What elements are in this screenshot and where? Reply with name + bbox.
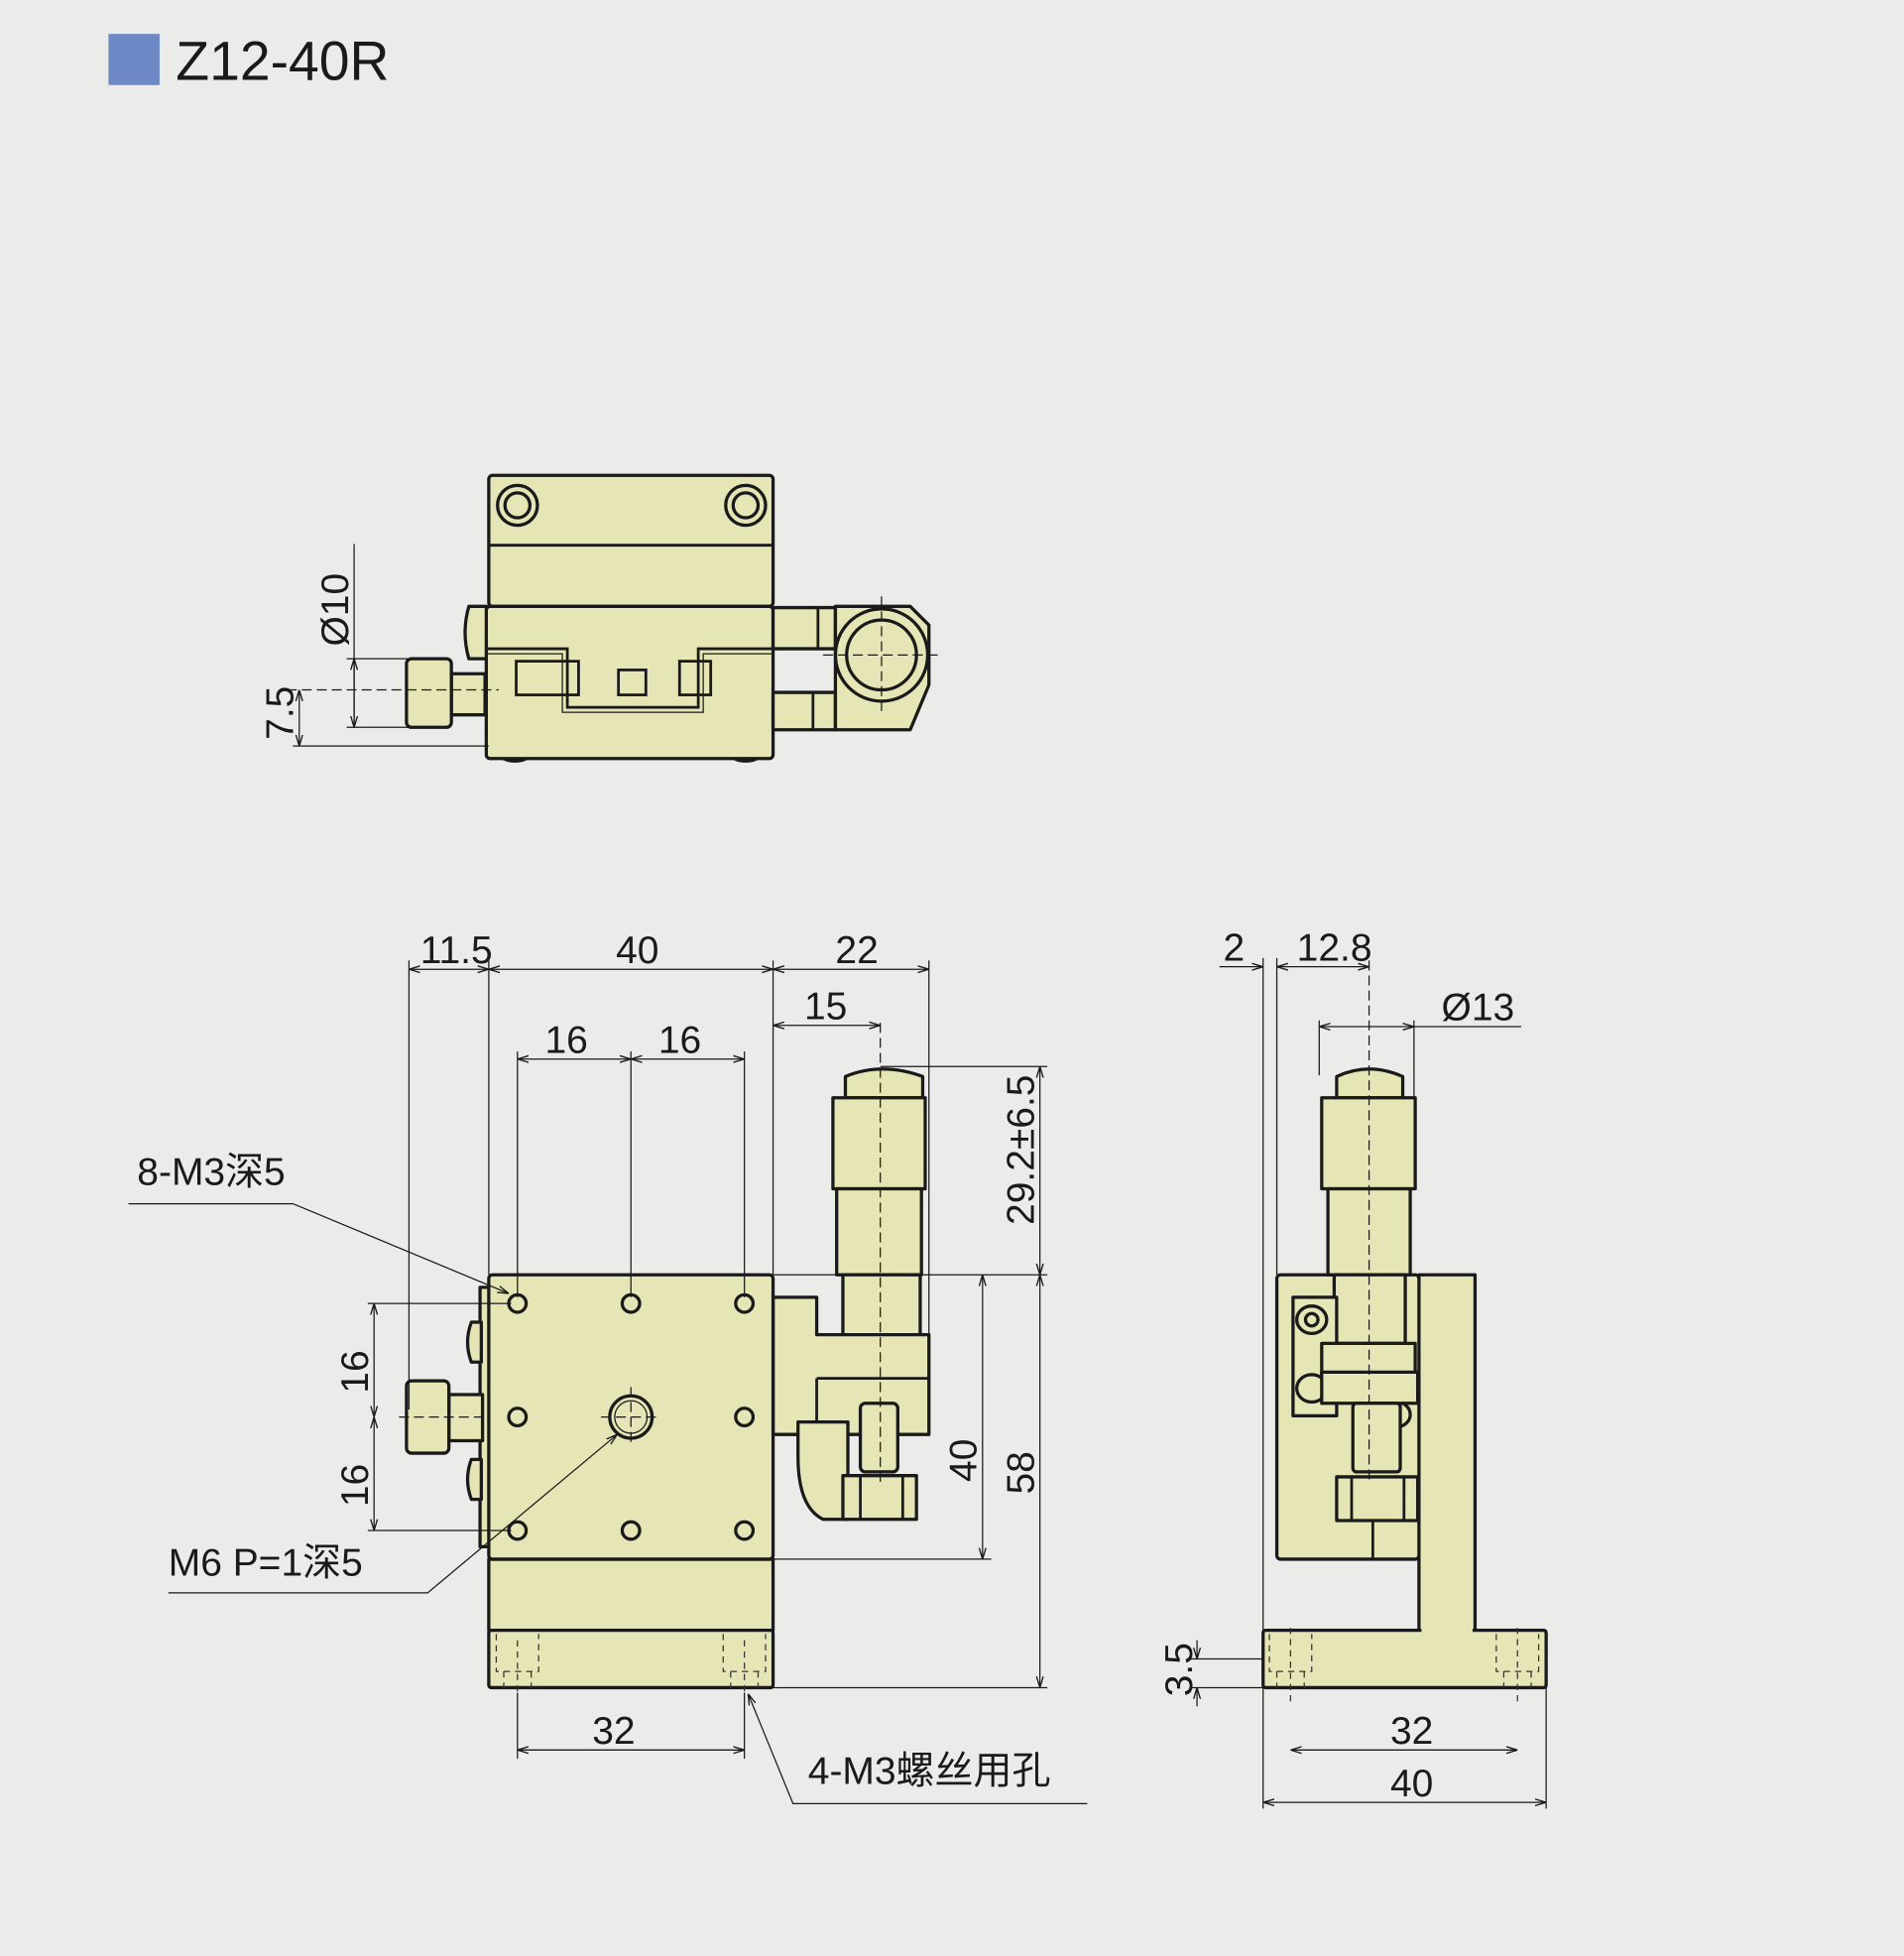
dim-knob-height: 7.5 [259, 686, 301, 740]
dim-width: 40 [616, 929, 658, 972]
dim-hole-pitch-y2: 16 [334, 1464, 377, 1507]
dim-travel: 29.2±6.5 [1000, 1075, 1042, 1225]
dim-micrometer-offset: 22 [835, 929, 878, 972]
dim-base-thickness: 3.5 [1158, 1643, 1201, 1696]
dim-micrometer-center: 15 [804, 985, 847, 1028]
callout-center-hole: M6 P=1深5 [169, 1541, 363, 1584]
dim-total-height: 58 [1000, 1451, 1042, 1494]
hidden-base-holes [495, 1634, 767, 1697]
header: Z12-40R [108, 31, 389, 92]
dim-hole-pitch-y1: 16 [334, 1350, 377, 1393]
dim-knob-offset: 11.5 [420, 929, 493, 972]
title-marker [108, 34, 160, 85]
dim-hole-pitch-x1: 16 [544, 1019, 587, 1061]
dim-table-height: 40 [943, 1439, 986, 1482]
dim-side-base-hole-pitch: 32 [1390, 1710, 1433, 1753]
front-view: 11.5 40 22 15 16 16 29.2±6.5 40 58 16 16… [128, 929, 1088, 1805]
side-view: 2 12.8 Ø13 3.5 32 40 [1158, 926, 1548, 1809]
dim-side-micrometer-center: 12.8 [1297, 926, 1372, 969]
top-view: Ø10 7.5 [259, 473, 938, 763]
dim-edge-offset: 2 [1223, 926, 1245, 969]
page-title: Z12-40R [176, 31, 389, 92]
dim-base-hole-pitch: 32 [592, 1710, 635, 1753]
dim-base-width: 40 [1390, 1763, 1433, 1805]
dim-knob-diameter: Ø10 [314, 573, 357, 647]
dim-hole-pitch-x2: 16 [658, 1019, 701, 1061]
callout-table-holes: 8-M3深5 [137, 1152, 285, 1194]
callout-base-holes: 4-M3螺丝用孔 [808, 1750, 1051, 1792]
mount-hole-icon [496, 483, 768, 528]
dim-micrometer-diameter: Ø13 [1442, 987, 1515, 1030]
